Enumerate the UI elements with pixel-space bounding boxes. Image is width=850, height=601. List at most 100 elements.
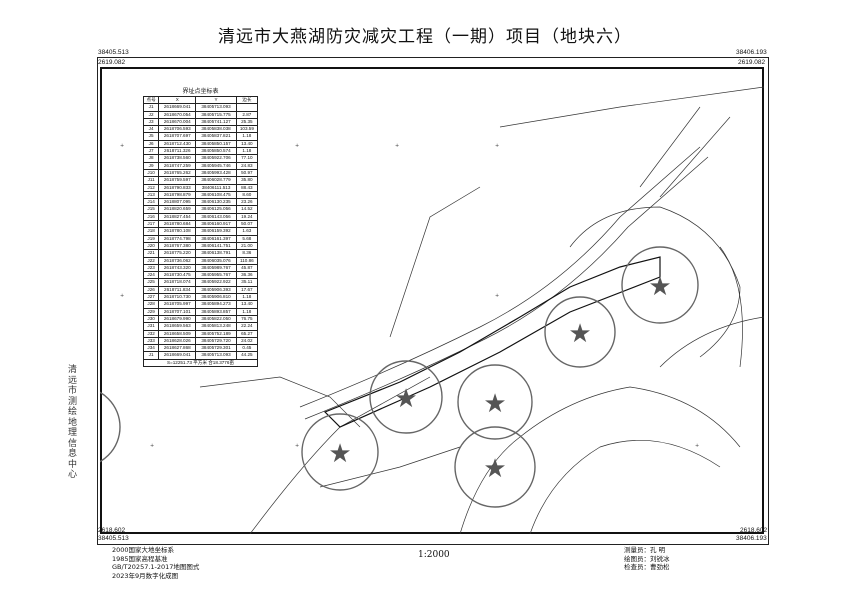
drafter: 绘图员：刘锐冰 bbox=[624, 554, 670, 563]
footer-right: 测量员：孔 明 绘图员：刘锐冰 检查员：曹劲松 bbox=[624, 546, 670, 572]
map-linework bbox=[199, 86, 764, 534]
edge-length-cell: 22.24 bbox=[235, 322, 259, 331]
stamp-circle bbox=[544, 296, 616, 368]
table-cell: J30 bbox=[142, 314, 160, 324]
stamp-star-icon: ★ bbox=[328, 439, 351, 469]
edge-length-cell: 1.18 bbox=[235, 307, 259, 316]
edge-length-cell: 1.18 bbox=[235, 292, 259, 302]
checker: 检查员：曹劲松 bbox=[624, 563, 670, 571]
edge-length-cell: 88.43 bbox=[235, 183, 259, 192]
table-cell: 2618765.262 bbox=[158, 168, 197, 178]
table-cell: J2 bbox=[142, 110, 160, 119]
table-cell: 38405850.574 bbox=[195, 147, 237, 156]
edge-length-cell: 77.10 bbox=[235, 154, 259, 163]
edge-length-cell: 44.25 bbox=[235, 351, 259, 360]
table-cell: J16 bbox=[142, 212, 160, 222]
table-cell: J4 bbox=[142, 125, 160, 134]
parcel-boundary bbox=[323, 256, 661, 428]
stamp-star-icon: ★ bbox=[483, 389, 506, 419]
table-cell: J19 bbox=[142, 234, 160, 243]
edge-length-cell: 50.97 bbox=[235, 168, 259, 178]
stamp-circle bbox=[369, 360, 443, 434]
coordinate-system: 2000国家大地坐标系 bbox=[112, 546, 175, 554]
table-cell: 2618827.454 bbox=[158, 212, 197, 222]
elevation-datum: 1985国家高程基准 bbox=[112, 554, 168, 563]
stamp-star-icon: ★ bbox=[568, 319, 591, 349]
stamp-stars: ★★ ★★ ★★ bbox=[328, 272, 671, 484]
surveyor: 测量员：孔 明 bbox=[624, 546, 666, 554]
table-cell: J22 bbox=[142, 256, 160, 265]
corner-top-left-y: 2619.082 bbox=[98, 59, 126, 66]
table-cell: 2618669.041 bbox=[158, 351, 197, 360]
edge-length-cell: 19.24 bbox=[235, 212, 259, 222]
grid-cross-icon: + bbox=[295, 143, 299, 149]
table-cell: 38405822.050 bbox=[195, 314, 237, 324]
table-header-cell: Y bbox=[195, 95, 237, 105]
edge-length-cell: 24.83 bbox=[235, 161, 259, 170]
grid-cross-icon: + bbox=[495, 143, 499, 149]
table-cell: J24 bbox=[142, 271, 160, 280]
table-cell: 2618774.798 bbox=[158, 234, 197, 243]
topographic-map: ★★ ★★ ★★ +++ +++ +++ bbox=[100, 86, 764, 534]
table-cell: 38405955.767 bbox=[195, 271, 237, 280]
page-title: 清远市大燕湖防灾减灾工程（一期）项目（地块六） bbox=[218, 27, 632, 47]
table-cell: J26 bbox=[142, 285, 160, 295]
grid-cross-icon: + bbox=[495, 293, 499, 299]
corner-top-right-x: 38406.193 bbox=[736, 49, 767, 56]
edge-length-cell: 76.75 bbox=[235, 314, 259, 324]
edge-length-cell: 13.40 bbox=[235, 300, 259, 309]
table-cell: J17 bbox=[142, 220, 160, 229]
edge-length-cell: 8.36 bbox=[235, 249, 259, 258]
table-cell: J32 bbox=[142, 329, 160, 338]
table-cell: J23 bbox=[142, 263, 160, 273]
table-cell: 2618736.062 bbox=[158, 256, 197, 265]
table-cell: J10 bbox=[142, 168, 160, 178]
table-cell: 38405989.767 bbox=[195, 263, 237, 273]
grid-cross-icon: + bbox=[395, 143, 399, 149]
table-cell: 38406108.475 bbox=[195, 190, 237, 200]
edge-length-cell: 50.07 bbox=[235, 220, 259, 229]
corner-bottom-left-y: 2618.602 bbox=[98, 527, 126, 534]
edge-length-cell: 21.00 bbox=[235, 241, 259, 251]
map-standard: GB/T20257.1-2017地图图式 bbox=[112, 563, 200, 571]
table-cell: J20 bbox=[142, 241, 160, 251]
table-cell: 38405893.857 bbox=[195, 307, 237, 316]
table-cell: 2618747.259 bbox=[158, 161, 197, 170]
edge-length-cell: 24.02 bbox=[235, 336, 259, 346]
area-summary-row: S=12251.73 平方米 合18.3776亩 bbox=[143, 358, 258, 368]
edge-length-cell: 8.60 bbox=[235, 190, 259, 200]
stamp-star-icon: ★ bbox=[394, 384, 417, 414]
corner-top-left-x: 38405.513 bbox=[98, 49, 129, 56]
table-cell: 38406159.392 bbox=[195, 227, 237, 236]
edge-length-cell: 25.35 bbox=[235, 117, 259, 127]
table-cell: J15 bbox=[142, 205, 160, 214]
table-cell: 38405993.428 bbox=[195, 168, 237, 178]
stamp-star-icon: ★ bbox=[483, 454, 506, 484]
table-cell: J28 bbox=[142, 300, 160, 309]
footer-left: 2000国家大地坐标系 1985国家高程基准 GB/T20257.1-2017地… bbox=[112, 546, 199, 580]
edge-length-cell: 1.18 bbox=[235, 147, 259, 156]
table-header-cell: 点号 bbox=[142, 95, 160, 105]
table-cell: 2618767.380 bbox=[158, 241, 197, 251]
table-cell: 38405922.922 bbox=[195, 278, 237, 287]
table-cell: 2618798.879 bbox=[158, 190, 197, 200]
table-cell: 38406160.917 bbox=[195, 220, 237, 229]
table-cell: 38406143.056 bbox=[195, 212, 237, 222]
